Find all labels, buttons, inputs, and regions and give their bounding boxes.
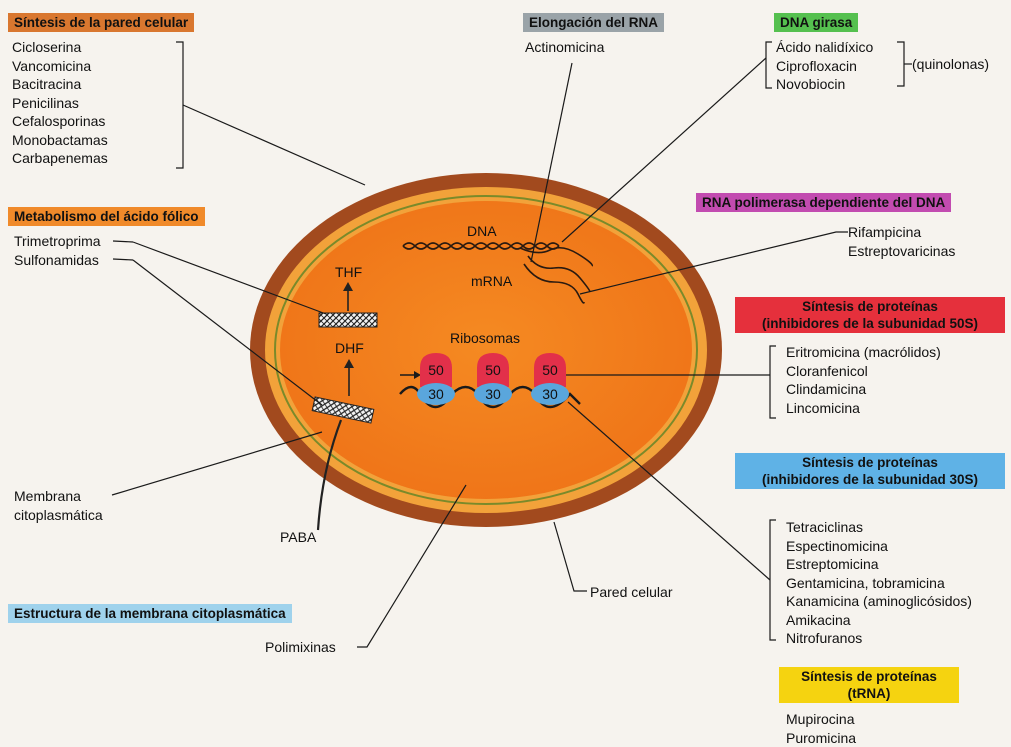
list-item: Ácido nalidíxico <box>776 38 873 57</box>
list-item: Trimetroprima <box>14 232 101 251</box>
dna-gyrase-drug-list: Ácido nalidíxico Ciprofloxacin Novobioci… <box>776 38 873 94</box>
list-item: Estreptomicina <box>786 555 972 574</box>
quinolonas-label: (quinolonas) <box>912 55 989 73</box>
paba-label: PABA <box>280 528 316 546</box>
prot50-header-line2: (inhibidores de la subunidad 50S) <box>741 315 999 332</box>
list-item: Ciprofloxacin <box>776 57 873 76</box>
prot50-drug-list: Eritromicina (macrólidos) Cloranfenicol … <box>786 343 941 417</box>
list-item: Tetraciclinas <box>786 518 972 537</box>
list-item: Espectinomicina <box>786 537 972 556</box>
list-item: Cefalosporinas <box>12 112 108 131</box>
dna-gyrase-header: DNA girasa <box>774 13 858 32</box>
list-item: Mupirocina <box>786 710 856 729</box>
list-item: Puromicina <box>786 729 856 747</box>
trna-drug-list: Mupirocina Puromicina <box>786 710 856 747</box>
list-item: Gentamicina, tobramicina <box>786 574 972 593</box>
dna-label: DNA <box>467 223 497 239</box>
list-item: Bacitracina <box>12 75 108 94</box>
trna-header-line1: Síntesis de proteínas <box>785 668 953 685</box>
mrna-label: mRNA <box>471 273 513 289</box>
actinomicina-label: Actinomicina <box>525 38 604 56</box>
sub50-label: 50 <box>485 362 501 378</box>
prot30-header-line1: Síntesis de proteínas <box>741 454 999 471</box>
prot30-header: Síntesis de proteínas (inhibidores de la… <box>735 453 1005 489</box>
ribosome-chain: 50 50 50 30 30 30 <box>400 353 580 407</box>
dhf-label: DHF <box>335 340 364 356</box>
list-item: Clindamicina <box>786 380 941 399</box>
sub50-label: 50 <box>428 362 444 378</box>
prot30-drug-list: Tetraciclinas Espectinomicina Estreptomi… <box>786 518 972 648</box>
list-item: Nitrofuranos <box>786 629 972 648</box>
list-item: Cloranfenicol <box>786 362 941 381</box>
trna-header-line2: (tRNA) <box>785 685 953 702</box>
folic-header: Metabolismo del ácido fólico <box>8 207 205 226</box>
sub50-label: 50 <box>542 362 558 378</box>
list-item: Rifampicina <box>848 223 955 242</box>
ribosomes-label: Ribosomas <box>450 330 520 346</box>
list-item: Vancomicina <box>12 57 108 76</box>
prot50-header-line1: Síntesis de proteínas <box>741 298 999 315</box>
membrane-structure-header: Estructura de la membrana citoplasmática <box>8 604 292 623</box>
list-item: Sulfonamidas <box>14 251 101 270</box>
list-item: Amikacina <box>786 611 972 630</box>
rna-pol-drug-list: Rifampicina Estreptovaricinas <box>848 223 955 260</box>
list-item: Kanamicina (aminoglicósidos) <box>786 592 972 611</box>
prot50-header: Síntesis de proteínas (inhibidores de la… <box>735 297 1005 333</box>
sub30-label: 30 <box>485 386 501 402</box>
list-item: Lincomicina <box>786 399 941 418</box>
cell-wall-label: Pared celular <box>590 583 673 601</box>
list-item: Cicloserina <box>12 38 108 57</box>
folic-drug-list: Trimetroprima Sulfonamidas <box>14 232 101 269</box>
membrane-label: Membrana citoplasmática <box>14 487 110 524</box>
list-item: Eritromicina (macrólidos) <box>786 343 941 362</box>
list-item: Carbapenemas <box>12 149 108 168</box>
prot30-header-line2: (inhibidores de la subunidad 30S) <box>741 471 999 488</box>
sub30-label: 30 <box>542 386 558 402</box>
rna-pol-header: RNA polimerasa dependiente del DNA <box>696 193 951 212</box>
list-item: Monobactamas <box>12 131 108 150</box>
list-item: Estreptovaricinas <box>848 242 955 261</box>
rna-elongation-header: Elongación del RNA <box>523 13 664 32</box>
folate-enzyme-block-upper <box>319 313 377 327</box>
thf-label: THF <box>335 264 362 280</box>
list-item: Penicilinas <box>12 94 108 113</box>
sub30-label: 30 <box>428 386 444 402</box>
list-item: Novobiocin <box>776 75 873 94</box>
polimixinas-label: Polimixinas <box>265 638 336 656</box>
cell-wall-drug-list: Cicloserina Vancomicina Bacitracina Peni… <box>12 38 108 168</box>
cell-wall-header: Síntesis de la pared celular <box>8 13 194 32</box>
trna-header: Síntesis de proteínas (tRNA) <box>779 667 959 703</box>
